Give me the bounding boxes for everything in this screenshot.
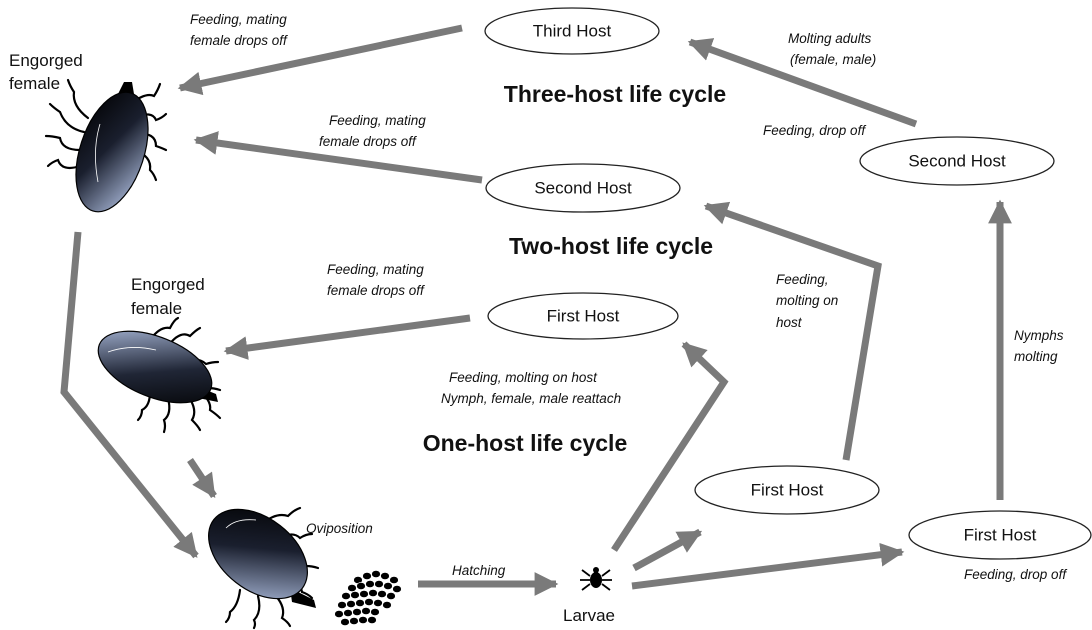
label-engorged-female-mid: Engorged female: [131, 275, 205, 318]
title-three-host: Three-host life cycle: [504, 81, 726, 107]
arrow-two-host-second-to-female: [193, 131, 483, 184]
note-third-host-drop: Feeding, mating female drops off: [190, 12, 288, 48]
label-engorged-female-top: Engorged female: [9, 51, 83, 93]
svg-text:Engorged: Engorged: [131, 275, 205, 294]
svg-text:(female, male): (female, male): [790, 52, 876, 67]
svg-text:host: host: [776, 315, 803, 330]
arrow-third-host-to-female: [177, 24, 463, 96]
host-label: Second Host: [534, 179, 632, 198]
label-larvae: Larvae: [563, 606, 615, 625]
svg-text:female drops off: female drops off: [327, 283, 425, 298]
larva-tick-icon: [580, 567, 612, 591]
arrows: [60, 24, 1012, 596]
host-label: Second Host: [908, 152, 1006, 171]
engorged-female-tick-icon: [44, 78, 168, 213]
note-feeding-drop-off-lower: Feeding, drop off: [964, 567, 1067, 582]
svg-text:female drops off: female drops off: [319, 134, 417, 149]
note-second-host-drop: Feeding, mating female drops off: [319, 113, 426, 149]
svg-text:Engorged: Engorged: [9, 51, 83, 70]
note-oviposition: Oviposition: [306, 521, 373, 536]
note-first-host-drop: Feeding, mating female drops off: [327, 262, 425, 298]
host-label: First Host: [964, 526, 1037, 545]
svg-text:molting on: molting on: [776, 293, 838, 308]
svg-text:Feeding, mating: Feeding, mating: [190, 12, 287, 27]
svg-text:Nymph, female, male reattach: Nymph, female, male reattach: [441, 391, 621, 406]
svg-text:Feeding, molting on host: Feeding, molting on host: [449, 370, 598, 385]
arrow-one-host-to-female: [223, 314, 471, 360]
egg-mass-icon: [334, 570, 402, 626]
host-three-third: Third Host: [484, 7, 660, 55]
svg-text:Feeding,: Feeding,: [776, 272, 829, 287]
engorged-female-mid-tick-icon: [97, 316, 222, 434]
host-three-first: First Host: [908, 510, 1092, 560]
arrow-mid-female-to-oviposition: [187, 458, 217, 498]
title-one-host: One-host life cycle: [423, 430, 628, 456]
host-label: Third Host: [533, 22, 612, 41]
title-two-host: Two-host life cycle: [509, 233, 713, 259]
svg-text:Nymphs: Nymphs: [1014, 328, 1064, 343]
svg-text:Feeding, mating: Feeding, mating: [327, 262, 424, 277]
note-nymphs-molting: Nymphs molting: [1014, 328, 1064, 364]
arrow-two-host-first-to-second: [703, 201, 882, 461]
host-three-second: Second Host: [859, 136, 1055, 186]
host-two-second: Second Host: [485, 163, 681, 213]
arrow-larvae-to-one-host: [611, 341, 729, 552]
arrow-larvae-to-three-host: [631, 542, 905, 590]
note-hatching: Hatching: [452, 563, 506, 578]
svg-text:Feeding, mating: Feeding, mating: [329, 113, 426, 128]
note-feeding-molting-on-host: Feeding, molting on host: [776, 272, 838, 330]
svg-text:female drops off: female drops off: [190, 33, 288, 48]
host-label: First Host: [547, 307, 620, 326]
note-molting-adults: Molting adults (female, male): [788, 31, 876, 67]
host-two-first: First Host: [694, 465, 880, 515]
arrow-female-to-oviposition: [60, 231, 199, 559]
svg-text:female: female: [131, 299, 182, 318]
host-label: First Host: [751, 481, 824, 500]
svg-text:Molting adults: Molting adults: [788, 31, 872, 46]
arrow-larvae-to-two-host: [632, 528, 703, 572]
note-one-host-molting: Feeding, molting on host Nymph, female, …: [441, 370, 621, 406]
note-feeding-drop-off-upper: Feeding, drop off: [763, 123, 866, 138]
svg-text:molting: molting: [1014, 349, 1058, 364]
ovipositing-female-tick-icon: [208, 506, 320, 630]
arrow-second-to-third-host: [687, 38, 918, 128]
svg-text:female: female: [9, 74, 60, 93]
host-one-first: First Host: [487, 292, 679, 340]
